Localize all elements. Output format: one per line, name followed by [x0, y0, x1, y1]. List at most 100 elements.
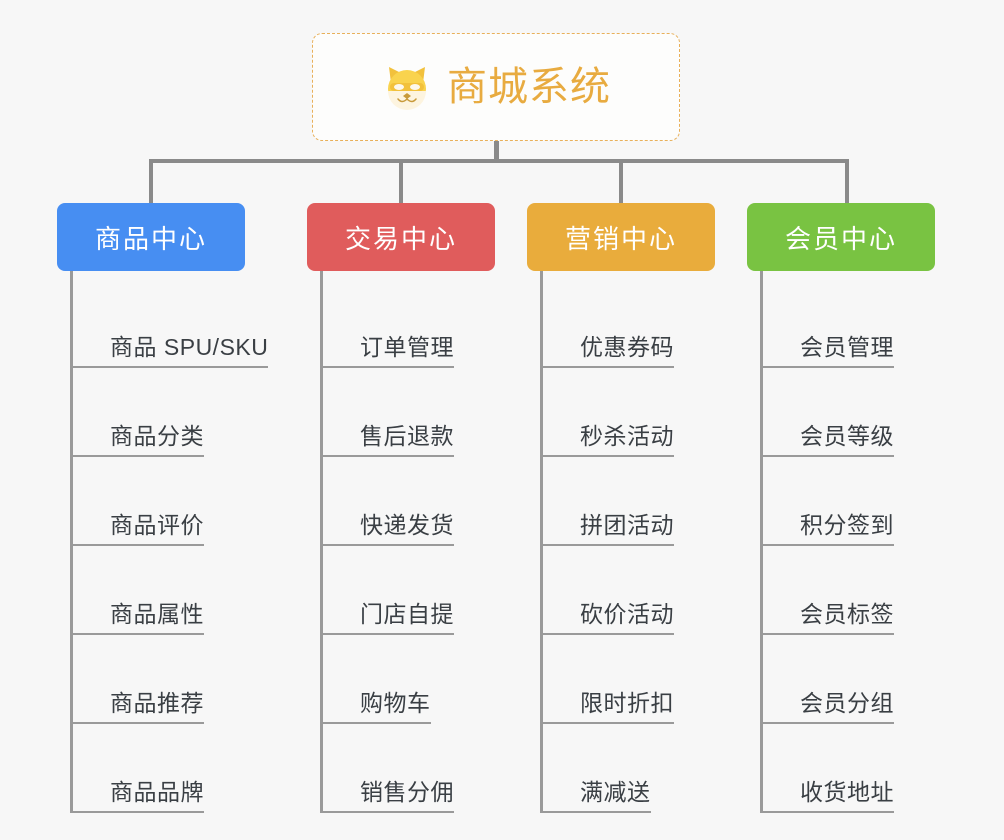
list-item-underline [320, 633, 454, 635]
list-item-underline [320, 544, 454, 546]
list-item-label: 限时折扣 [580, 689, 674, 716]
list-item-underline [70, 366, 268, 368]
list-item-underline [540, 544, 674, 546]
list-item-underline [760, 455, 894, 457]
list-item[interactable]: 销售分佣 [320, 724, 497, 813]
list-item[interactable]: 商品 SPU/SKU [70, 279, 268, 368]
list-item-label: 商品 SPU/SKU [110, 333, 269, 360]
category-column-product: 商品中心 商品 SPU/SKU 商品分类 商品评价 [57, 203, 268, 813]
list-item[interactable]: 积分签到 [760, 457, 937, 546]
category-header-trade[interactable]: 交易中心 [307, 203, 495, 271]
list-item-underline [70, 722, 204, 724]
list-item-underline [760, 544, 894, 546]
list-item-label: 门店自提 [360, 600, 454, 627]
category-header-marketing[interactable]: 营销中心 [527, 203, 715, 271]
category-header-label: 会员中心 [784, 223, 897, 254]
list-item-label: 商品品牌 [110, 778, 204, 805]
list-item-underline [70, 811, 204, 813]
category-header-label: 交易中心 [344, 223, 457, 254]
list-item[interactable]: 门店自提 [320, 546, 497, 635]
list-item-label: 砍价活动 [580, 600, 674, 627]
list-item[interactable]: 优惠券码 [540, 279, 717, 368]
list-item-underline [760, 633, 894, 635]
list-item-underline [70, 544, 204, 546]
list-item-underline [540, 722, 674, 724]
spine-line [540, 271, 543, 813]
list-item-underline [70, 633, 204, 635]
root-title: 商城系统 [447, 65, 611, 109]
list-item-label: 满减送 [580, 778, 651, 805]
list-item-label: 会员管理 [800, 333, 894, 360]
list-item[interactable]: 商品评价 [70, 457, 247, 546]
list-item[interactable]: 砍价活动 [540, 546, 717, 635]
category-header-member[interactable]: 会员中心 [747, 203, 935, 271]
leaf-stack-marketing: 优惠券码 秒杀活动 拼团活动 砍价活动 [540, 271, 717, 813]
list-item-underline [760, 811, 894, 813]
root-node[interactable]: 商城系统 [312, 33, 680, 141]
list-item-underline [540, 366, 674, 368]
list-item[interactable]: 快递发货 [320, 457, 497, 546]
list-item-underline [540, 455, 674, 457]
category-column-marketing: 营销中心 优惠券码 秒杀活动 拼团活动 [527, 203, 717, 813]
list-item-underline [540, 633, 674, 635]
list-item[interactable]: 拼团活动 [540, 457, 717, 546]
list-item-label: 快递发货 [360, 511, 454, 538]
connector-drop-category-4 [845, 159, 849, 205]
list-item[interactable]: 限时折扣 [540, 635, 717, 724]
list-item-label: 会员等级 [800, 422, 894, 449]
spine-line [760, 271, 763, 813]
spine-line [70, 271, 73, 813]
list-item[interactable]: 秒杀活动 [540, 368, 717, 457]
list-item[interactable]: 满减送 [540, 724, 717, 813]
list-item[interactable]: 售后退款 [320, 368, 497, 457]
category-header-product[interactable]: 商品中心 [57, 203, 245, 271]
list-item-underline [320, 366, 454, 368]
list-item[interactable]: 会员管理 [760, 279, 937, 368]
list-item-label: 销售分佣 [360, 778, 454, 805]
connector-drop-category-1 [149, 159, 153, 205]
list-item[interactable]: 购物车 [320, 635, 497, 724]
list-item-underline [320, 722, 431, 724]
list-item[interactable]: 商品推荐 [70, 635, 247, 724]
list-item-label: 订单管理 [360, 333, 454, 360]
leaf-stack-trade: 订单管理 售后退款 快递发货 门店自提 [320, 271, 497, 813]
list-item-underline [760, 722, 894, 724]
connector-root-stem [494, 141, 499, 163]
category-column-trade: 交易中心 订单管理 售后退款 快递发货 [307, 203, 497, 813]
list-item-label: 商品分类 [110, 422, 204, 449]
list-item-label: 收货地址 [800, 778, 894, 805]
list-item-label: 会员标签 [800, 600, 894, 627]
list-item-label: 商品推荐 [110, 689, 204, 716]
list-item-label: 优惠券码 [580, 333, 674, 360]
list-item[interactable]: 会员分组 [760, 635, 937, 724]
list-item[interactable]: 商品分类 [70, 368, 247, 457]
list-item-underline [320, 455, 454, 457]
list-item[interactable]: 商品属性 [70, 546, 247, 635]
connector-drop-category-3 [619, 159, 623, 205]
category-header-label: 商品中心 [94, 223, 207, 254]
list-item-underline [540, 811, 651, 813]
list-item-label: 积分签到 [800, 511, 894, 538]
list-item-label: 售后退款 [360, 422, 454, 449]
list-item[interactable]: 会员等级 [760, 368, 937, 457]
connector-horizontal-bus [149, 159, 849, 163]
category-header-label: 营销中心 [564, 223, 677, 254]
list-item-underline [320, 811, 454, 813]
list-item-underline [760, 366, 894, 368]
shiba-dog-face-icon [381, 61, 433, 113]
list-item[interactable]: 会员标签 [760, 546, 937, 635]
leaf-stack-product: 商品 SPU/SKU 商品分类 商品评价 商品属性 [70, 271, 268, 813]
leaf-stack-member: 会员管理 会员等级 积分签到 会员标签 [760, 271, 937, 813]
spine-line [320, 271, 323, 813]
list-item[interactable]: 订单管理 [320, 279, 497, 368]
list-item-label: 商品属性 [110, 600, 204, 627]
list-item-underline [70, 455, 204, 457]
list-item-label: 会员分组 [800, 689, 894, 716]
list-item[interactable]: 商品品牌 [70, 724, 247, 813]
list-item-label: 购物车 [360, 689, 431, 716]
list-item[interactable]: 收货地址 [760, 724, 937, 813]
connector-drop-category-2 [399, 159, 403, 205]
category-column-member: 会员中心 会员管理 会员等级 积分签到 [747, 203, 937, 813]
list-item-label: 商品评价 [110, 511, 204, 538]
